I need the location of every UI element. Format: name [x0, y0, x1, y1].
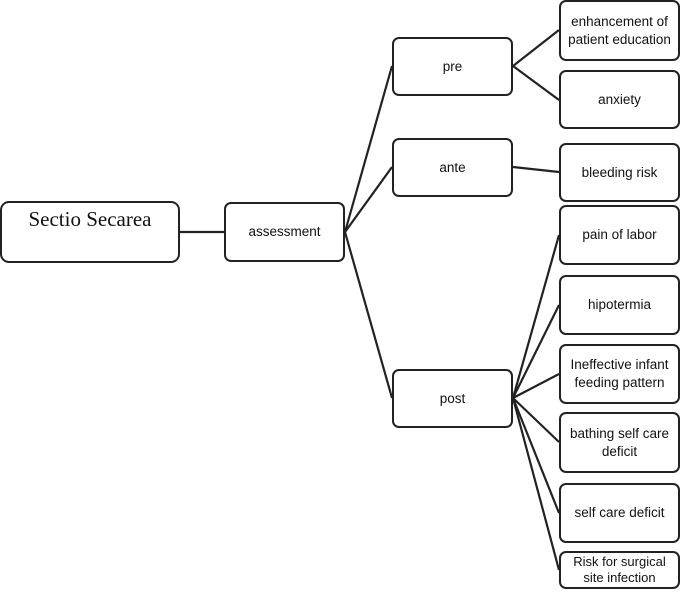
edge-assessment-pre [343, 65, 394, 233]
leaf-bathing-deficit: bathing self care deficit [559, 412, 680, 473]
leaf-patient-education: enhancement of patient education [559, 0, 680, 61]
post-node: post [392, 369, 513, 428]
edge-post-bathing-deficit [512, 397, 560, 443]
leaf-surgical-infection: Risk for surgical site infection [559, 551, 680, 589]
post-label: post [439, 390, 466, 406]
root-label: Sectio Secarea [28, 207, 152, 231]
edge-assessment-post [343, 231, 394, 399]
ante-node: ante [392, 138, 513, 197]
leaf-label: Ineffective infant feeding pattern [570, 357, 669, 390]
leaf-hipotermia: hipotermia [559, 275, 680, 335]
pre-label: pre [442, 58, 463, 74]
leaf-anxiety: anxiety [559, 70, 680, 129]
edge-post-pain-of-labor [511, 234, 561, 399]
leaf-label: self care deficit [574, 505, 665, 521]
leaf-label: anxiety [598, 91, 641, 107]
assessment-node: assessment [224, 202, 345, 262]
leaf-infant-feeding: Ineffective infant feeding pattern [559, 344, 680, 404]
edge-post-surgical-infection [511, 397, 561, 571]
leaf-bleeding-risk: bleeding risk [559, 143, 680, 202]
leaf-label: Risk for surgical site infection [573, 553, 666, 585]
edge-post-self-care-deficit [511, 397, 561, 514]
ante-label: ante [439, 159, 466, 175]
root-node: Sectio Secarea [0, 201, 180, 263]
leaf-label: hipotermia [587, 297, 652, 313]
edge-post-hipotermia [512, 304, 560, 399]
leaf-self-care-deficit: self care deficit [559, 483, 680, 543]
leaf-pain-of-labor: pain of labor [559, 205, 680, 265]
leaf-label: pain of labor [582, 227, 657, 243]
edge-assessment-ante [344, 166, 393, 233]
edge-pre-patient-education [512, 29, 560, 67]
leaf-label: bathing self care deficit [569, 425, 670, 459]
edge-pre-anxiety [512, 65, 560, 101]
assessment-label: assessment [248, 224, 321, 240]
edge-post-infant-feeding [512, 373, 560, 399]
pre-node: pre [392, 37, 513, 96]
leaf-label: bleeding risk [581, 164, 658, 180]
edge-ante-bleeding-risk [512, 165, 560, 174]
leaf-label: enhancement of patient education [568, 13, 671, 47]
